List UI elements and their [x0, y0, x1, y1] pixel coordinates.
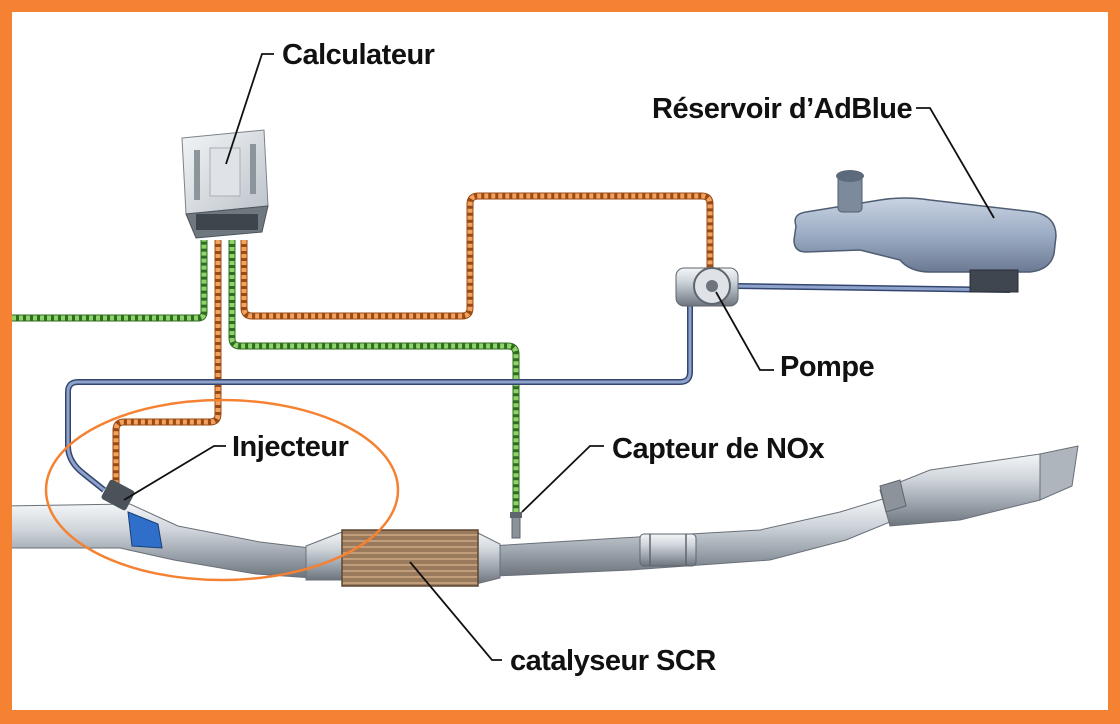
- injector-icon: [101, 479, 163, 549]
- ecu-icon: [181, 129, 269, 239]
- wire-green-sensor: [228, 240, 520, 522]
- label-catalyseur-scr: catalyseur SCR: [510, 645, 716, 677]
- adblue-line-pump-to-injector: [65, 300, 693, 493]
- adblue-tank-icon: [793, 170, 1057, 293]
- wire-orange-injector: [112, 240, 222, 488]
- exhaust-pipe: [12, 445, 1079, 579]
- scr-catalyst: [305, 529, 501, 587]
- label-calculateur: Calculateur: [282, 39, 435, 71]
- label-injecteur: Injecteur: [232, 431, 349, 463]
- label-pompe: Pompe: [780, 351, 875, 383]
- wire-green-left: [12, 240, 208, 322]
- label-reservoir-adblue: Réservoir d’AdBlue: [652, 93, 912, 125]
- wire-orange-pump: [240, 192, 714, 320]
- adblue-line-tank-to-pump: [735, 283, 1011, 293]
- nox-sensor-icon: [510, 512, 522, 539]
- injector-highlight-ellipse: [44, 398, 400, 582]
- leader-lines: [123, 53, 995, 661]
- label-capteur-nox: Capteur de NOx: [612, 433, 825, 465]
- pump-icon: [675, 267, 739, 307]
